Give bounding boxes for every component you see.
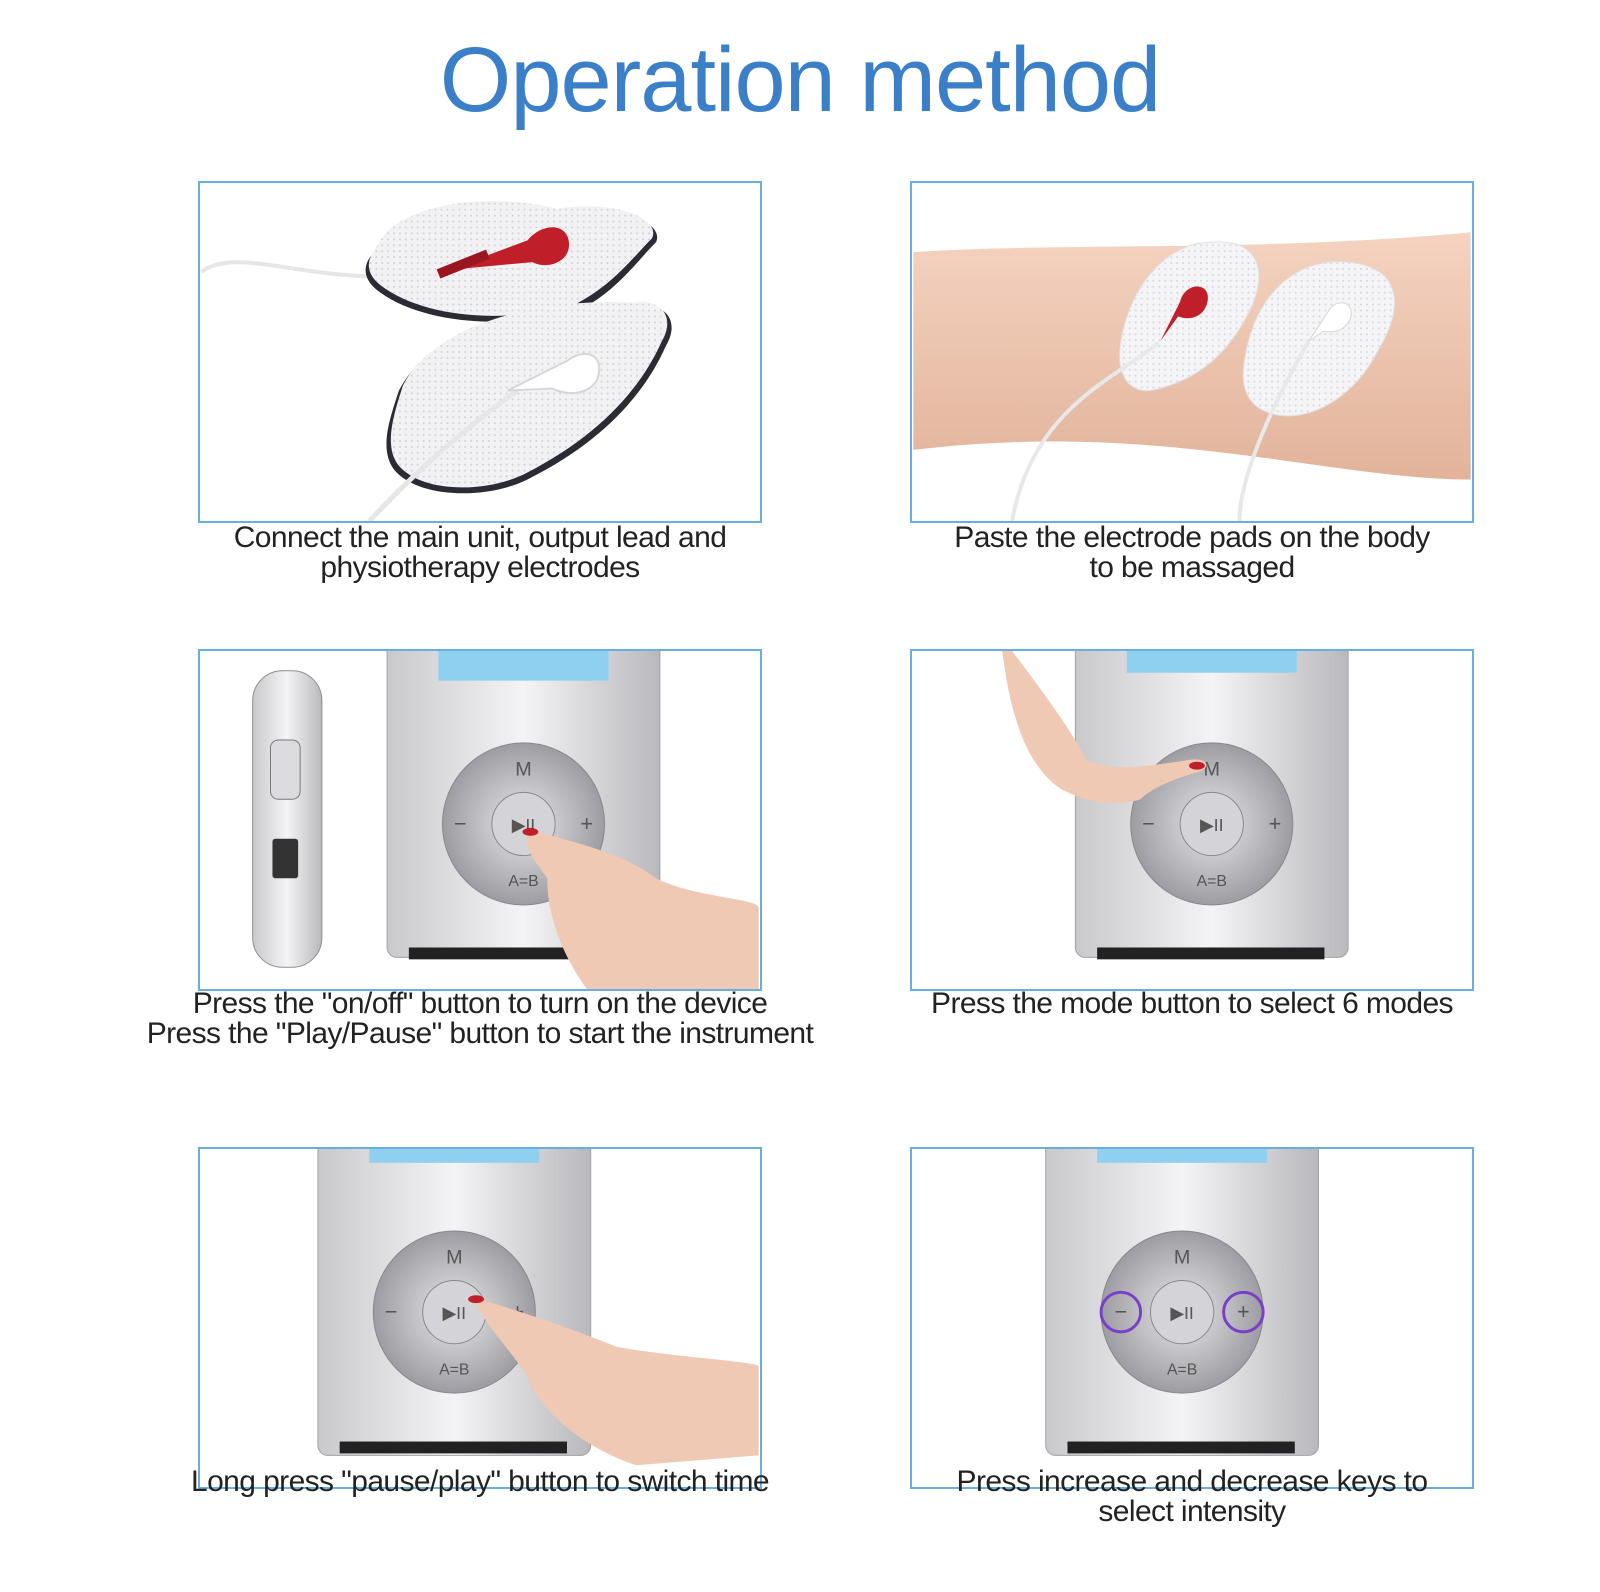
step-4-caption: Press the mode button to select 6 modes xyxy=(931,987,1454,1020)
play-pause-label: ▶II xyxy=(443,1303,467,1323)
step-5-caption: Long press "pause/play" button to switch… xyxy=(191,1465,770,1498)
step-3-image: M ▶II − + A=B xyxy=(198,649,762,991)
mode-key-label: M xyxy=(1204,759,1220,781)
minus-key-highlight xyxy=(1099,1290,1143,1334)
plus-key-label: + xyxy=(580,811,593,836)
fingernail xyxy=(468,1295,484,1304)
fingernail xyxy=(1189,761,1205,770)
ab-key-label: A=B xyxy=(1167,1361,1197,1378)
ab-key-label: A=B xyxy=(439,1361,469,1378)
electrode-pad xyxy=(1242,261,1395,417)
device-side xyxy=(252,670,323,968)
device-screen xyxy=(1097,1149,1268,1163)
hand xyxy=(1002,651,1207,804)
mode-key-label: M xyxy=(446,1247,462,1269)
minus-key-label: − xyxy=(1142,811,1155,836)
red-connector xyxy=(1160,286,1208,342)
step-6-image: M ▶II − + A=B xyxy=(910,1147,1474,1489)
device-screen xyxy=(1126,651,1297,673)
step-3-caption: Press the "on/off" button to turn on the… xyxy=(146,987,814,1050)
white-connector xyxy=(1308,302,1352,342)
fingernail xyxy=(522,827,539,836)
plus-key-label: + xyxy=(1269,811,1282,836)
lead-wire-white xyxy=(367,388,519,521)
minus-key-label: − xyxy=(454,811,467,836)
white-connector xyxy=(507,352,601,395)
device-screen xyxy=(438,651,609,681)
mode-key-label: M xyxy=(1174,1247,1190,1269)
play-pause-label: ▶II xyxy=(1170,1303,1194,1323)
plus-key-highlight xyxy=(1222,1290,1265,1334)
minus-key-label: − xyxy=(1114,1299,1127,1324)
play-pause-label: ▶II xyxy=(1200,815,1224,835)
step-6-caption: Press increase and decrease keys to sele… xyxy=(956,1465,1429,1528)
ab-key-label: A=B xyxy=(1197,873,1227,890)
hand xyxy=(526,828,759,989)
plus-key-label: + xyxy=(1237,1299,1250,1324)
play-pause-button xyxy=(1179,791,1244,857)
hand xyxy=(473,1297,759,1466)
ab-key-label: A=B xyxy=(508,873,538,890)
step-4-image: M ▶II − + A=B xyxy=(910,649,1474,991)
mode-key-label: M xyxy=(515,759,531,781)
step-2-image xyxy=(910,181,1474,523)
page-title: Operation method xyxy=(439,29,1161,131)
step-1-caption: Connect the main unit, output lead and p… xyxy=(233,521,727,584)
step-5-image: M ▶II − + A=B xyxy=(198,1147,762,1489)
power-switch xyxy=(269,739,301,800)
step-1-image xyxy=(198,181,762,523)
step-2-caption: Paste the electrode pads on the body to … xyxy=(954,521,1430,584)
play-pause-button xyxy=(1149,1279,1215,1345)
minus-key-label: − xyxy=(385,1299,398,1324)
device-screen xyxy=(369,1149,540,1163)
usb-port xyxy=(272,838,299,879)
